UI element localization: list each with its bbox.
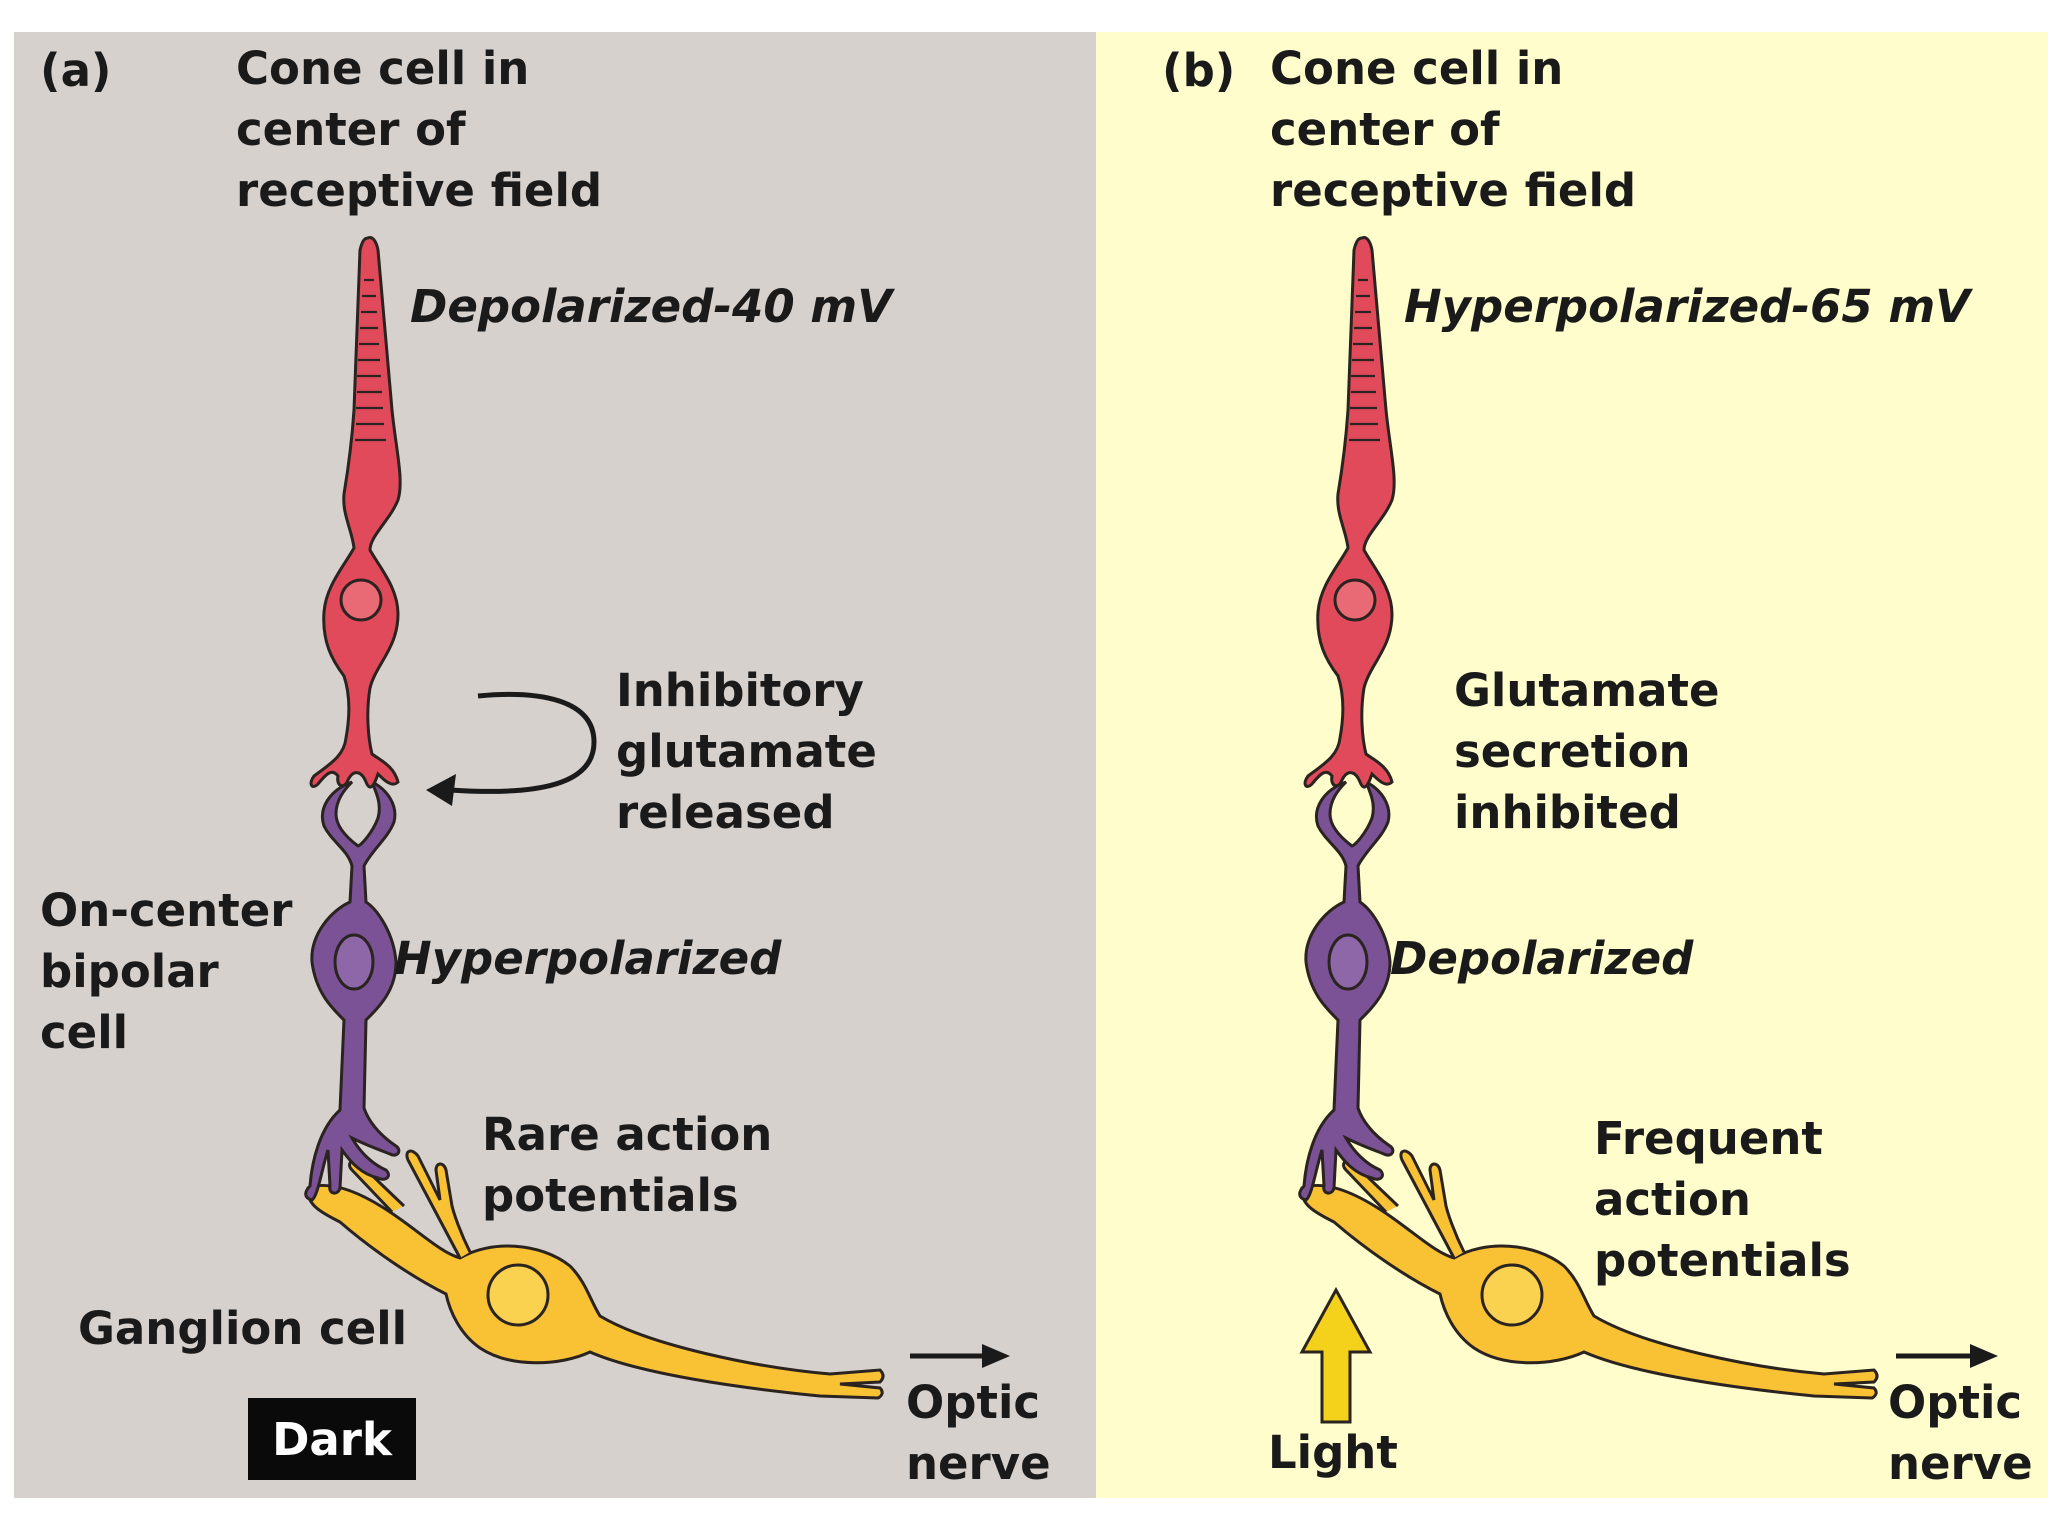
optic-nerve-arrow-b	[1896, 1344, 1998, 1368]
panel-a-cone-state: Depolarized-40 mV	[410, 280, 893, 333]
panel-a-ganglion-label: Ganglion cell	[78, 1302, 408, 1355]
panel-light	[1096, 32, 2048, 1498]
panel-b-letter: (b)	[1162, 44, 1236, 97]
light-condition-label: Light	[1268, 1426, 1398, 1479]
panel-a-letter: (a)	[40, 44, 112, 97]
panel-dark	[14, 32, 1096, 1498]
optic-nerve-arrow-a	[910, 1344, 1010, 1368]
panel-a-bipolar-state: Hyperpolarized	[394, 932, 782, 985]
panel-b-cone-state: Hyperpolarized-65 mV	[1404, 280, 1971, 333]
dark-condition-label: Dark	[248, 1398, 416, 1480]
panel-b-bipolar-state: Depolarized	[1390, 932, 1694, 985]
glutamate-release-arrow	[426, 691, 597, 806]
light-arrow	[1299, 1286, 1373, 1424]
